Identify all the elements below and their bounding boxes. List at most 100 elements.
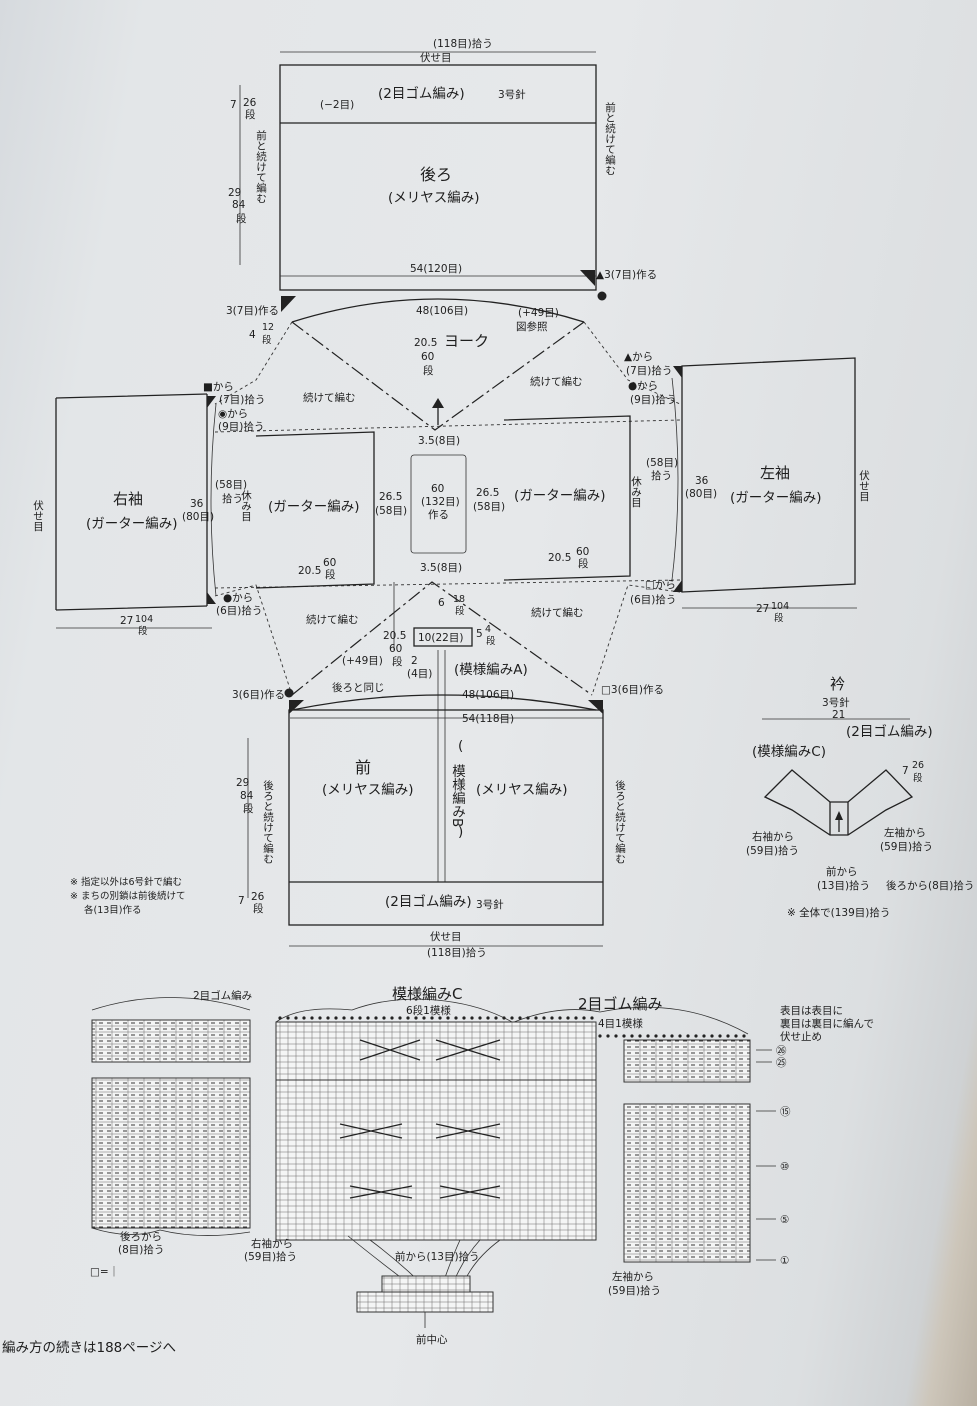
yoke-right-h: 26.5 (476, 487, 499, 499)
bindoff-dot (454, 1016, 458, 1020)
yoke-center-box (410, 454, 467, 554)
front-note1: ※ 指定以外は6号針で編む (70, 876, 182, 888)
chart-block-tm (275, 1021, 597, 1081)
left-sleeve-rows: 104 (771, 601, 789, 612)
front-yoke-dan: 段 (392, 655, 403, 668)
bindoff-dot (710, 1034, 714, 1038)
bindoff-dot (374, 1016, 378, 1020)
collar-shape (763, 769, 914, 836)
bindoff-dot (478, 1016, 482, 1020)
collar-pick-right: (59目)拾う (746, 844, 799, 857)
collar-pick-front: (13目)拾う (817, 879, 870, 892)
front-stitch-right: (メリヤス編み) (476, 782, 568, 798)
front-yoke-cm: 20.5 (383, 630, 406, 642)
back-rib-rows: 26 (243, 97, 257, 109)
left-sleeve-h-count: (80目) (685, 488, 717, 500)
right-sleeve-from-sq: ■から (203, 381, 234, 393)
chart-pick-left: (59目)拾う (608, 1284, 661, 1297)
bindoff-dot (278, 1016, 282, 1020)
right-sleeve-pick: 拾う (222, 492, 243, 505)
front-rib-cm: 7 (238, 895, 245, 907)
yoke-dash-tl (214, 321, 293, 405)
bindoff-dot (470, 1016, 474, 1020)
collar-title: 衿 (830, 675, 845, 693)
right-sleeve-bottom-notch (207, 592, 216, 604)
yoke-continue-tr: 続けて編む (530, 375, 583, 388)
bindoff-dot (654, 1034, 658, 1038)
collar-note: ※ 全体で(139目)拾う (787, 906, 890, 919)
footer-continued: 編み方の続きは188ページへ (2, 1340, 176, 1356)
back-top-count: (118目)拾う (433, 37, 493, 50)
back-rib-label: (2目ゴム編み) (378, 85, 465, 102)
bindoff-dot (318, 1016, 322, 1020)
collar-cm: 7 (902, 765, 909, 777)
back-dot-marker (597, 291, 607, 301)
bindoff-dot (518, 1016, 522, 1020)
chart-row1: ① (780, 1255, 789, 1267)
bindoff-dot (566, 1016, 570, 1020)
front-body-dan: 段 (243, 802, 254, 815)
collar-rows: 26 (912, 760, 924, 771)
front-note2: ※ まちの別鎖は前後続けて (70, 890, 185, 902)
left-sleeve-dan: 段 (774, 612, 784, 624)
bindoff-dot (742, 1034, 746, 1038)
front-body-cm: 29 (236, 777, 249, 789)
yoke-left-rows: 60 (323, 557, 336, 569)
bindoff-dot (342, 1016, 346, 1020)
back-body-rows: 84 (232, 199, 246, 211)
chart-front-connectors (347, 1235, 501, 1293)
back-inner-curve (291, 298, 585, 323)
front-body-rows: 84 (240, 790, 254, 802)
front-yoke-rows: 60 (389, 643, 402, 655)
back-side-note-left: 前と続けて編む (255, 129, 267, 203)
collar-from-right: 右袖から (752, 830, 794, 843)
yoke-height-rows: 60 (421, 351, 434, 363)
chart-rib-label: 2目ゴム編み (193, 989, 252, 1002)
collar-dan: 段 (913, 772, 923, 784)
yoke-height-dan: 段 (423, 364, 434, 377)
back-armhole-dan: 段 (262, 334, 272, 346)
yoke-label: ヨーク (444, 332, 489, 350)
yoke-left-h: 26.5 (379, 491, 402, 503)
left-sleeve-outline (681, 357, 856, 593)
front-neck-dan: 段 (455, 605, 465, 617)
left-sleeve-title: 左袖 (760, 464, 790, 482)
front-side-note-left: 後ろと続けて編む (262, 779, 274, 864)
right-sleeve-len: 27 (120, 615, 133, 627)
left-sleeve: 左袖 (ガーター編み) 伏せ目 ▲から (7目)拾う ●から (9目)拾う (5… (624, 351, 870, 624)
back-right-notch (580, 270, 595, 286)
chart-from-right: 右袖から (251, 1237, 293, 1250)
left-sleeve-top-notch (673, 366, 682, 378)
yoke-right-w: 20.5 (548, 552, 571, 564)
front-pattern-b-open: ( (458, 738, 463, 754)
back-piece: (118目)拾う 伏せ目 (2目ゴム編み) 3号針 (−2目) 後ろ (メリヤス… (226, 37, 657, 346)
collar-pick-left: (59目)拾う (880, 840, 933, 853)
yoke-continue-bl: 続けて編む (306, 613, 359, 626)
bindoff-dot (534, 1016, 538, 1020)
left-sleeve-pick7: (7目)拾う (626, 364, 672, 377)
right-sleeve-outline (55, 393, 208, 611)
bindoff-dot (662, 1034, 666, 1038)
front-pattern-b-close: ) (458, 824, 463, 840)
chart-row5: ⑤ (780, 1214, 789, 1226)
collar-from-front: 前から (826, 865, 858, 878)
right-sleeve-dan: 段 (138, 625, 148, 637)
chart-cable-3 (339, 1123, 403, 1139)
collar-from-left: 左袖から (884, 826, 926, 839)
back-body-cm: 29 (228, 187, 241, 199)
back-armhole-cm: 4 (249, 329, 256, 341)
bindoff-dot (326, 1016, 330, 1020)
front-placket-lines (437, 650, 446, 882)
bindoff-dot (446, 1016, 450, 1020)
chart-block-bl (91, 1077, 251, 1229)
left-sleeve-curve (671, 377, 679, 581)
yoke-height-cm: 20.5 (414, 337, 437, 349)
chart-legend: □=｜ (90, 1265, 119, 1278)
back-see-fig: 図参照 (516, 320, 548, 333)
chart-pattern-brace (275, 998, 513, 1023)
back-decrease: (−2目) (320, 99, 354, 111)
yoke-dash-top (214, 419, 681, 433)
front-cast-right: □3(6目)作る (601, 684, 664, 696)
chart-bindoff-dots (278, 1016, 746, 1038)
